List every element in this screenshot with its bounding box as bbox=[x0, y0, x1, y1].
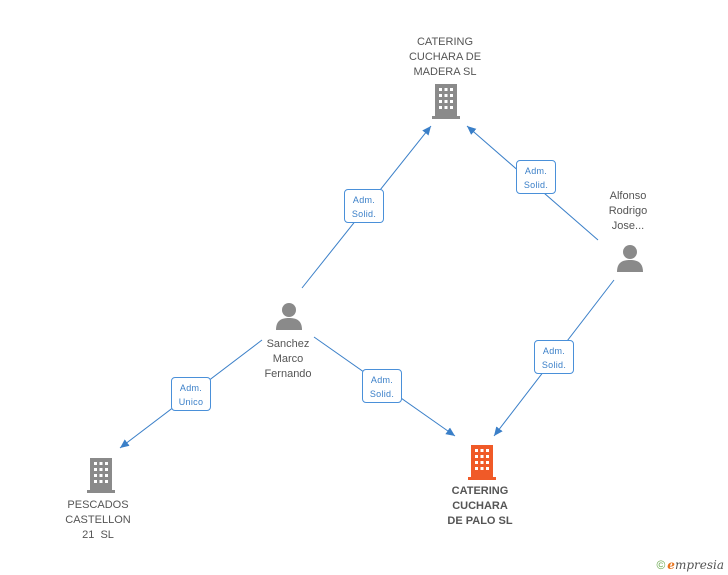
brand-e: e bbox=[667, 558, 675, 572]
relation-badge-sanchez-pescados[interactable]: Adm. Unico bbox=[171, 377, 211, 411]
person-icon[interactable] bbox=[616, 244, 644, 272]
building-icon[interactable] bbox=[468, 445, 496, 481]
relation-role: Adm. bbox=[542, 346, 566, 356]
building-icon[interactable] bbox=[87, 458, 115, 494]
relation-role: Adm. bbox=[370, 375, 394, 385]
relation-type: Unico bbox=[178, 397, 204, 407]
relation-type: Solid. bbox=[541, 360, 567, 370]
relation-role: Adm. bbox=[352, 195, 376, 205]
label-line: CATERING bbox=[451, 485, 509, 497]
label-line: CATERING bbox=[416, 36, 474, 48]
relation-badge-sanchez-palo[interactable]: Adm. Solid. bbox=[362, 369, 402, 403]
label-line: Rodrigo bbox=[608, 205, 648, 217]
relation-role: Adm. bbox=[524, 166, 548, 176]
person-icon[interactable] bbox=[275, 302, 303, 330]
brand-name: mpresia bbox=[674, 558, 724, 572]
copyright-icon: © bbox=[656, 558, 666, 572]
relation-type: Solid. bbox=[369, 389, 395, 399]
label-line: CUCHARA DE bbox=[408, 51, 482, 63]
person-label-sanchez[interactable]: Sanchez Marco Fernando bbox=[248, 337, 328, 382]
company-label-catering-palo[interactable]: CATERING CUCHARA DE PALO SL bbox=[435, 484, 525, 529]
company-label-pescados[interactable]: PESCADOS CASTELLON 21 SL bbox=[53, 498, 143, 543]
relation-badge-alfonso-madera[interactable]: Adm. Solid. bbox=[516, 160, 556, 194]
label-line: PESCADOS bbox=[67, 499, 129, 511]
label-line: DE PALO SL bbox=[447, 515, 513, 527]
relation-type: Solid. bbox=[351, 209, 377, 219]
label-line: Fernando bbox=[264, 368, 312, 380]
label-line: Alfonso bbox=[609, 190, 647, 202]
label-line: CASTELLON bbox=[65, 514, 131, 526]
relation-badge-sanchez-madera[interactable]: Adm. Solid. bbox=[344, 189, 384, 223]
person-label-alfonso[interactable]: Alfonso Rodrigo Jose... bbox=[588, 189, 668, 234]
building-icon[interactable] bbox=[432, 84, 460, 120]
label-line: MADERA SL bbox=[413, 66, 477, 78]
company-label-catering-madera[interactable]: CATERING CUCHARA DE MADERA SL bbox=[400, 35, 490, 80]
label-line: CUCHARA bbox=[452, 500, 508, 512]
relation-type: Solid. bbox=[523, 180, 549, 190]
relation-role: Adm. bbox=[179, 383, 203, 393]
label-line: Jose... bbox=[611, 220, 645, 232]
label-line: Sanchez bbox=[266, 338, 310, 350]
label-line: 21 SL bbox=[82, 529, 114, 541]
empresia-logo[interactable]: ©empresia bbox=[656, 558, 724, 572]
relation-badge-alfonso-palo[interactable]: Adm. Solid. bbox=[534, 340, 574, 374]
label-line: Marco bbox=[272, 353, 304, 365]
